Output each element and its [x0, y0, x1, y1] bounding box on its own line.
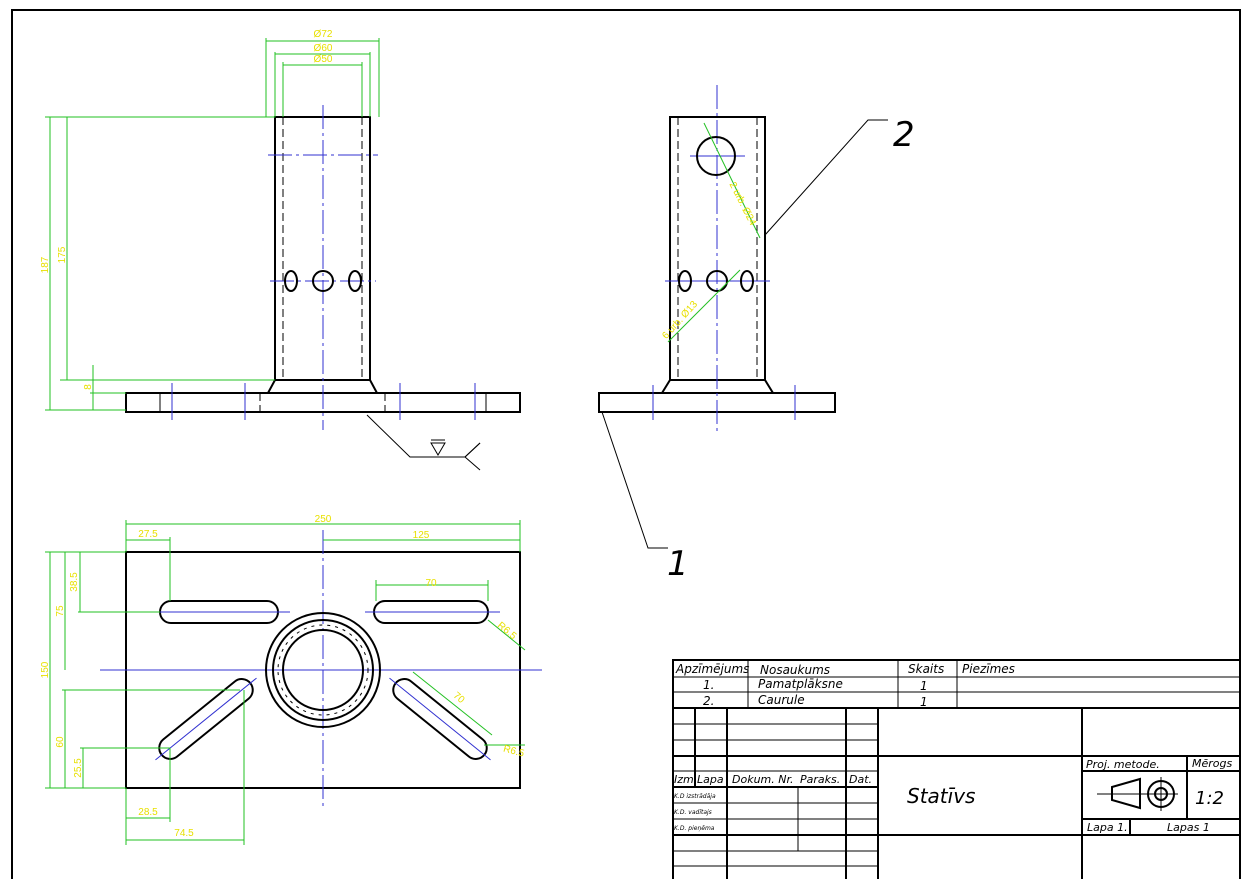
dim-h25-5: 25.5 — [73, 758, 84, 778]
header-notes: Piezīmes — [962, 662, 1015, 676]
header-qty: Skaits — [908, 662, 944, 676]
dim-d50: Ø50 — [314, 54, 333, 65]
dim-h175: 175 — [57, 246, 68, 263]
rev-header: Dat. — [849, 773, 872, 786]
scale-value: 1:2 — [1195, 788, 1224, 809]
header-designation: Apzīmējums — [675, 662, 749, 676]
dim-d72: Ø72 — [314, 29, 333, 40]
rev-header: Paraks. — [800, 773, 840, 786]
dim-w125: 125 — [413, 530, 430, 541]
dim-r6-5a: R6.5 — [495, 620, 519, 642]
dim-h38-5: 38.5 — [69, 572, 80, 592]
weld-leader — [366, 414, 465, 458]
dim-w28-5: 28.5 — [138, 807, 158, 818]
dim-slot70: 70 — [425, 578, 437, 589]
side-view: 2 urb. Ø24 6 urb. Ø13 — [598, 85, 836, 435]
svg-text:Pamatplāksne: Pamatplāksne — [758, 677, 843, 691]
front-view: Ø72 Ø60 Ø50 187 175 8 — [40, 29, 521, 471]
drawing-title: Statīvs — [907, 784, 975, 808]
projection-method-icon — [1097, 777, 1178, 811]
svg-text:2.: 2. — [703, 694, 714, 708]
dim-r6-5b: R6.5 — [502, 744, 526, 760]
sheet-border — [11, 9, 1241, 879]
dim-h150: 150 — [40, 661, 51, 678]
dim-d60: Ø60 — [314, 43, 333, 54]
rev-header: Dokum. Nr. — [732, 773, 794, 786]
header-name: Nosaukums — [760, 663, 830, 677]
rev-header: Lapa — [697, 773, 724, 786]
dim-w27-5: 27.5 — [138, 529, 158, 540]
weld-symbol-icon — [430, 442, 446, 456]
dim-h187: 187 — [40, 256, 51, 273]
part-label-1: 1 — [667, 544, 689, 584]
rev-header: Izm. — [674, 773, 697, 786]
role-label: K.D. pieņēma — [674, 825, 715, 832]
role-label: K.D izstrādāja — [674, 793, 716, 800]
sheet-number: Lapa 1. — [1087, 821, 1128, 834]
dim-w250: 250 — [315, 514, 332, 525]
svg-text:1: 1 — [920, 695, 928, 709]
parts-row: 2. Caurule 1 — [703, 693, 928, 709]
role-label: K.D. vadītajs — [674, 809, 712, 816]
dim-holes-top: 2 urb. Ø24 — [727, 180, 758, 227]
scale-label: Mērogs — [1192, 757, 1232, 770]
dim-holes-mid: 6 urb. Ø13 — [660, 299, 700, 342]
parts-row: 1. Pamatplāksne 1 — [703, 677, 928, 693]
part-label-2: 2 — [893, 115, 915, 155]
title-block: Apzīmējums Nosaukums Skaits Piezīmes 1. … — [672, 659, 1241, 879]
dim-h75: 75 — [55, 605, 66, 617]
dim-h60: 60 — [55, 736, 66, 748]
top-view: 250 27.5 125 70 R6.5 70 R6.5 38.5 75 150… — [40, 514, 542, 845]
svg-text:Caurule: Caurule — [758, 693, 805, 707]
svg-text:1.: 1. — [703, 678, 714, 692]
sheet-count: Lapas 1 — [1167, 821, 1210, 834]
dim-w74-5: 74.5 — [174, 828, 194, 839]
svg-text:1: 1 — [920, 679, 928, 693]
dim-h8: 8 — [83, 384, 94, 390]
proj-method-label: Proj. metode. — [1086, 758, 1160, 771]
